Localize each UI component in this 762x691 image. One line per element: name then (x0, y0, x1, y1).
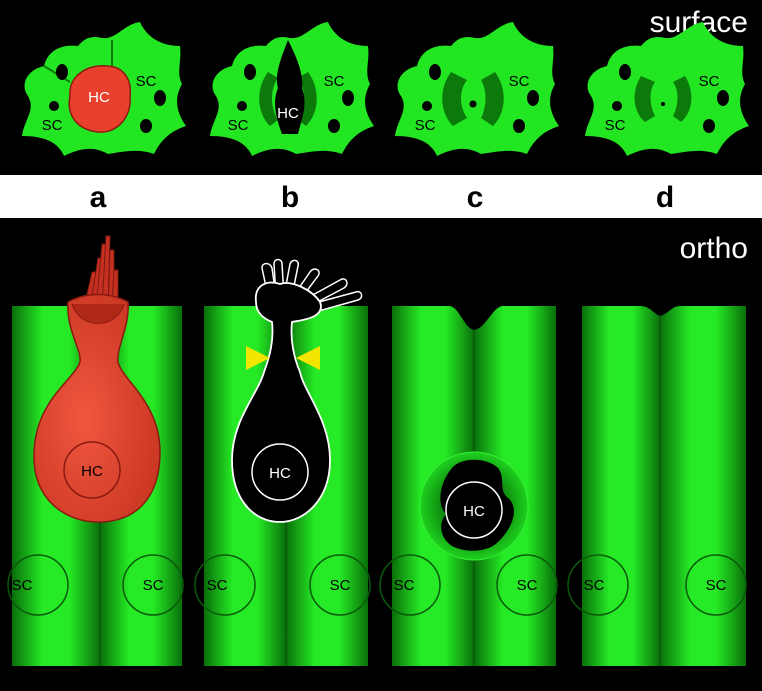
surface-sc-label-c2: SC (509, 73, 530, 90)
ortho-hair-cell-b: HC (231, 258, 363, 523)
constriction-arrowhead-left (246, 346, 270, 370)
ortho-sc-label-c2: SC (517, 577, 538, 594)
ortho-hc-label-b: HC (269, 465, 291, 482)
surface-extrusion-point-c (469, 100, 477, 108)
surface-sc-label-a1: SC (42, 117, 63, 134)
surface-view-c: SC SC (395, 22, 559, 156)
surface-view-a: HC SC SC (22, 22, 186, 156)
ortho-hc-label-a: HC (81, 463, 103, 480)
ortho-sc-label-b2: SC (330, 577, 351, 594)
stage-label-c: c (467, 181, 484, 214)
ortho-sc-label-d1: SC (584, 577, 605, 594)
sc-nucleus-labels: SC SC SC SC SC SC SC SC (12, 577, 727, 594)
surface-view-d: SC SC (585, 22, 749, 156)
ortho-columns-d (582, 306, 746, 666)
surface-extrusion-point-d (661, 102, 665, 106)
ortho-sc-label-c1: SC (394, 577, 415, 594)
sc-nuclei (7, 554, 747, 616)
ortho-panel-label: ortho (680, 232, 748, 265)
surface-sc-label-d2: SC (699, 73, 720, 90)
surface-sc-label-c1: SC (415, 117, 436, 134)
surface-sc-label-d1: SC (605, 117, 626, 134)
surface-hc-label-a: HC (88, 89, 110, 106)
surface-hair-cell-a (68, 65, 132, 133)
surface-sc-label-b2: SC (324, 73, 345, 90)
ortho-sc-label-b1: SC (207, 577, 228, 594)
surface-view-b: HC SC SC (210, 22, 374, 156)
ortho-hair-cell-c: HC (419, 451, 529, 561)
surface-hair-cell-b (275, 40, 305, 134)
surface-hc-label-b: HC (277, 105, 299, 122)
ortho-hc-label-c: HC (463, 503, 485, 520)
stage-letters: a b c d (90, 181, 675, 214)
constriction-arrowhead-right (296, 346, 320, 370)
surface-sc-label-b1: SC (228, 117, 249, 134)
surface-sc-label-a2: SC (136, 73, 157, 90)
stage-label-d: d (656, 181, 674, 214)
ortho-sc-label-d2: SC (706, 577, 727, 594)
ortho-sc-label-a1: SC (12, 577, 33, 594)
ortho-sc-label-a2: SC (143, 577, 164, 594)
stage-label-a: a (90, 181, 107, 214)
ortho-hair-cell-a: HC (33, 235, 161, 523)
stage-label-b: b (281, 181, 299, 214)
